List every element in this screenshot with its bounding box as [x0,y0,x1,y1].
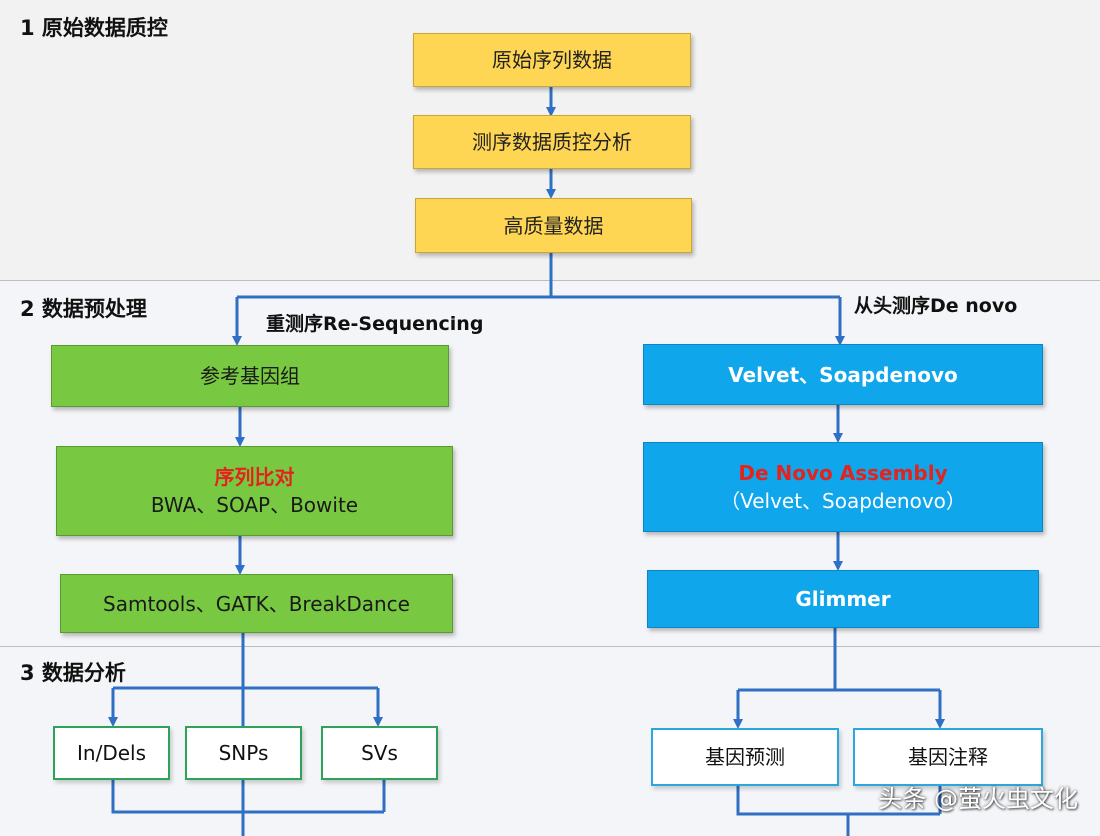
arrow-lines [108,87,945,836]
line-left-merge [111,780,384,814]
box-indels: In/Dels [53,726,170,780]
box-denovo-assembly-title: De Novo Assembly [738,461,948,485]
section-title-preprocessing: 2 数据预处理 [20,297,147,321]
line-right-merge [736,786,940,816]
box-gene-annotation-label: 基因注释 [908,745,988,769]
box-snps: SNPs [185,726,302,780]
box-assemblers: Velvet、Soapdenovo [643,344,1043,405]
branch-label-denovo: 从头测序De novo [854,295,1018,317]
box-svs-label: SVs [361,741,398,765]
box-gene-prediction-label: 基因预测 [705,745,785,769]
box-raw-sequence-data: 原始序列数据 [413,33,691,87]
box-indels-label: In/Dels [77,741,146,765]
branch-label-resequencing: 重测序Re-Sequencing [266,313,484,335]
box-high-quality-data-label: 高质量数据 [503,213,604,238]
box-variant-tools-label: Samtools、GATK、BreakDance [103,591,410,616]
box-raw-sequence-data-label: 原始序列数据 [492,48,612,72]
section-title-analysis: 3 数据分析 [20,661,126,685]
box-svs: SVs [321,726,438,780]
box-high-quality-data: 高质量数据 [415,198,692,253]
box-sequence-alignment-title: 序列比对 [214,465,295,489]
box-variant-tools: Samtools、GATK、BreakDance [60,574,453,633]
box-gene-prediction: 基因预测 [651,728,839,786]
watermark: 头条 @萤火虫文化 [878,785,1078,813]
box-denovo-assembly-tools: （Velvet、Soapdenovo） [720,489,966,513]
box-qc-analysis: 测序数据质控分析 [413,115,691,169]
box-denovo-assembly: De Novo Assembly （Velvet、Soapdenovo） [643,442,1043,532]
box-glimmer-label: Glimmer [795,587,891,611]
box-sequence-alignment: 序列比对 BWA、SOAP、Bowite [56,446,453,536]
box-sequence-alignment-tools: BWA、SOAP、Bowite [150,493,359,517]
box-reference-genome: 参考基因组 [51,345,449,407]
box-reference-genome-label: 参考基因组 [200,364,300,388]
box-gene-annotation: 基因注释 [853,728,1043,786]
box-qc-analysis-label: 测序数据质控分析 [472,130,632,154]
box-snps-label: SNPs [218,741,269,765]
box-assemblers-label: Velvet、Soapdenovo [728,362,958,387]
section-title-raw-qc: 1 原始数据质控 [20,16,168,40]
box-glimmer: Glimmer [647,570,1039,628]
